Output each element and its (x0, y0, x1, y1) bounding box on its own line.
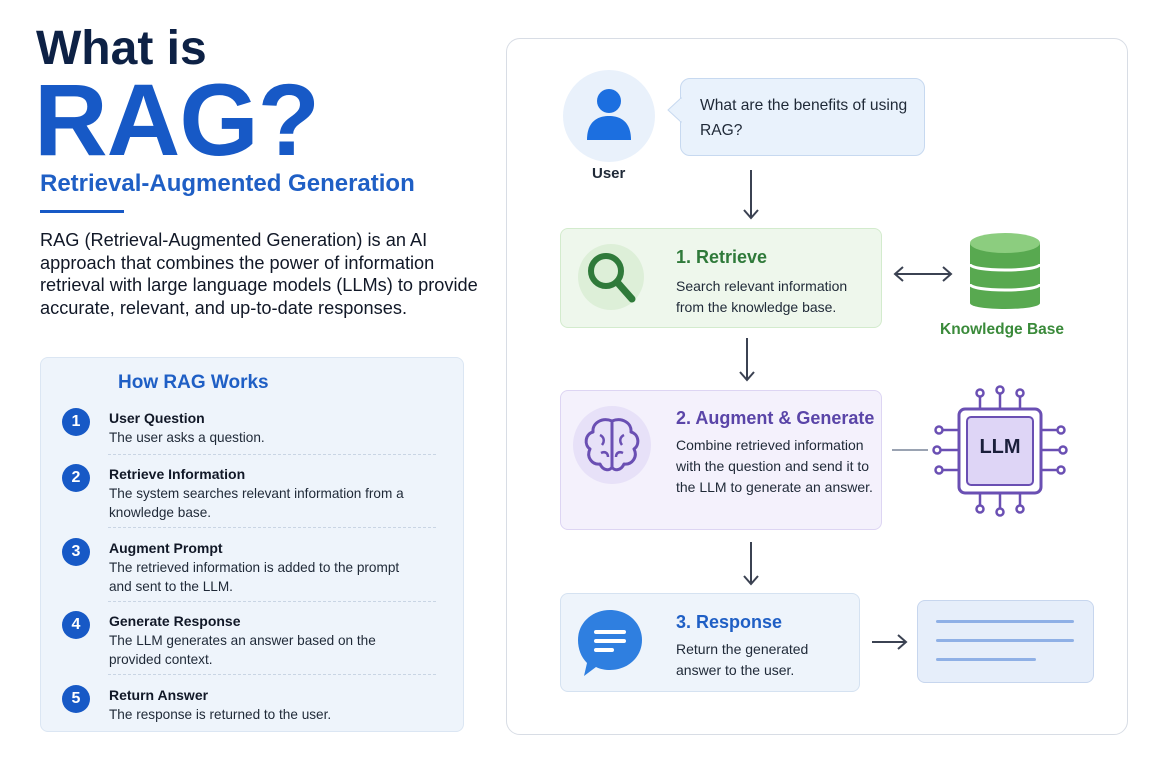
intro-paragraph: RAG (Retrieval-Augmented Generation) is … (40, 230, 478, 318)
step-number-badge: 4 (62, 611, 90, 639)
step-description: The user asks a question. (109, 430, 265, 445)
step-divider (108, 674, 436, 675)
step-title: User Question (109, 410, 205, 426)
step-description: The system searches relevant information… (109, 486, 404, 520)
response-description: Return the generated answer to the user. (676, 641, 809, 678)
step-divider (108, 527, 436, 528)
title-line-2: RAG? (34, 63, 320, 177)
connector-line (892, 449, 928, 451)
knowledge-base-label: Knowledge Base (940, 321, 1065, 338)
step-title: Generate Response (109, 613, 241, 629)
magnifier-icon (578, 244, 644, 310)
retrieve-title: 1. Retrieve (676, 247, 768, 267)
question-text: What are the benefits of using RAG? (700, 97, 908, 139)
subtitle: Retrieval-Augmented Generation (40, 170, 415, 197)
step-description: The LLM generates an answer based on the… (109, 633, 376, 667)
response-title: 3. Response (676, 612, 783, 632)
augment-description: Combine retrieved information with the q… (676, 437, 873, 495)
text-lines-icon (936, 620, 1074, 661)
arrow-down-icon (739, 338, 755, 382)
step-title: Retrieve Information (109, 466, 246, 482)
bubble-tail (667, 96, 684, 124)
database-icon (968, 233, 1042, 309)
augment-title: 2. Augment & Generate (676, 408, 875, 428)
question-bubble (680, 78, 925, 156)
user-icon (587, 89, 631, 140)
step-divider (108, 454, 436, 455)
step-number-badge: 1 (62, 408, 90, 436)
step-divider (108, 601, 436, 602)
brain-icon (573, 406, 651, 484)
step-title: Augment Prompt (109, 540, 223, 556)
arrow-down-icon (743, 170, 759, 220)
step-description: The retrieved information is added to th… (109, 560, 400, 594)
bidirectional-arrow-icon (893, 266, 953, 282)
step-title: Return Answer (109, 687, 209, 703)
user-label: User (592, 165, 626, 182)
how-rag-works-card (40, 357, 464, 732)
chat-bubble-icon (578, 610, 642, 676)
step-number-badge: 3 (62, 538, 90, 566)
subtitle-underline (40, 210, 124, 213)
chip-icon (932, 385, 1068, 517)
arrow-down-icon (743, 542, 759, 586)
step-number-badge: 2 (62, 464, 90, 492)
arrow-right-icon (872, 634, 908, 650)
how-rag-works-title: How RAG Works (118, 372, 269, 393)
llm-label: LLM (979, 436, 1021, 458)
retrieve-description: Search relevant information from the kno… (676, 278, 848, 315)
title-line-1: What is (36, 22, 207, 75)
step-number-badge: 5 (62, 685, 90, 713)
step-description: The response is returned to the user. (109, 707, 332, 722)
